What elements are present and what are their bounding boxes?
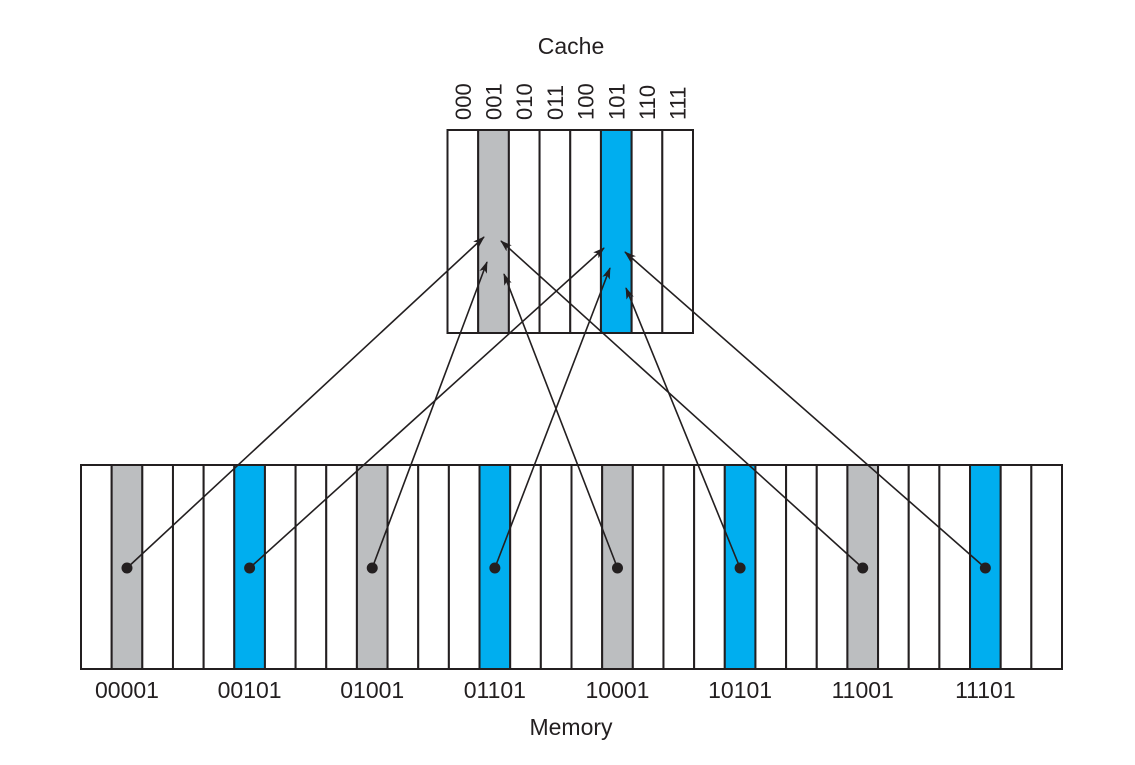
mapping-arrow-11001 — [500, 240, 864, 569]
memory-block — [386, 464, 420, 670]
memory-block — [815, 464, 849, 670]
cache-index-label: 111 — [666, 87, 691, 120]
mapping-arrow-01001 — [371, 261, 488, 569]
cache-line-001 — [477, 129, 510, 334]
memory-address-label: 11101 — [955, 677, 1016, 703]
memory-block — [785, 464, 818, 670]
memory-block — [907, 464, 941, 670]
memory-block — [202, 464, 236, 670]
mapping-arrow-10101 — [625, 287, 741, 569]
memory-block-dot-10101 — [734, 562, 746, 574]
memory-address-label: 01101 — [464, 677, 526, 703]
memory-box — [80, 464, 1063, 670]
memory-block — [877, 464, 910, 670]
memory-block — [754, 464, 788, 670]
cache-line-101 — [599, 129, 633, 334]
mapping-arrow-10001 — [503, 273, 619, 569]
mapping-arrow-01101 — [494, 267, 611, 569]
memory-block-dot-00101 — [244, 562, 256, 574]
memory-block — [447, 464, 481, 670]
cache-line-010 — [507, 129, 541, 334]
memory-block — [294, 464, 328, 670]
memory-block-dot-11001 — [857, 562, 869, 574]
memory-block — [1030, 464, 1063, 670]
cache-index-label: 000 — [451, 83, 476, 120]
memory-block — [601, 464, 634, 670]
memory-block — [999, 464, 1033, 670]
memory-block — [938, 464, 972, 670]
memory-address-label: 10001 — [586, 677, 650, 703]
mapping-arrow-00001 — [126, 236, 485, 569]
cache-title: Cache — [538, 33, 604, 59]
memory-block-dot-10001 — [611, 562, 623, 574]
memory-address-label: 11001 — [832, 677, 894, 703]
cache-index-label: 110 — [635, 85, 660, 120]
cache-line-111 — [661, 129, 694, 334]
memory-block — [662, 464, 696, 670]
memory-block-dot-00001 — [121, 562, 133, 574]
memory-address-label: 00001 — [95, 677, 159, 703]
mapping-arrow-00101 — [249, 247, 605, 569]
memory-block — [509, 464, 542, 670]
memory-title: Memory — [529, 714, 613, 740]
cache-index-label: 001 — [482, 83, 507, 120]
memory-address-label: 01001 — [340, 677, 404, 703]
cache-index-label: 101 — [604, 83, 629, 120]
memory-block-dot-11101 — [979, 562, 991, 574]
memory-block-dot-01001 — [366, 562, 378, 574]
memory-block — [539, 464, 573, 670]
cache-line-000 — [446, 129, 480, 334]
memory-block-dot-01101 — [489, 562, 501, 574]
memory-block — [693, 464, 726, 670]
memory-address-label: 00101 — [218, 677, 282, 703]
cache-index-label: 100 — [574, 83, 599, 120]
memory-address-label: 10101 — [708, 677, 772, 703]
mapping-arrows — [121, 236, 991, 574]
memory-address-labels: 00001 00101 01001 01101 10001 10101 11001 11101 — [95, 677, 1016, 703]
memory-block — [417, 464, 450, 670]
memory-block — [631, 464, 665, 670]
memory-block — [80, 464, 113, 670]
cache-index-label: 010 — [512, 83, 537, 120]
mapping-arrow-11101 — [624, 251, 986, 569]
cache-line-110 — [630, 129, 664, 334]
memory-block — [141, 464, 174, 670]
memory-block — [570, 464, 604, 670]
cache-index-label: 011 — [543, 85, 568, 120]
memory-block — [263, 464, 297, 670]
memory-block — [171, 464, 205, 670]
